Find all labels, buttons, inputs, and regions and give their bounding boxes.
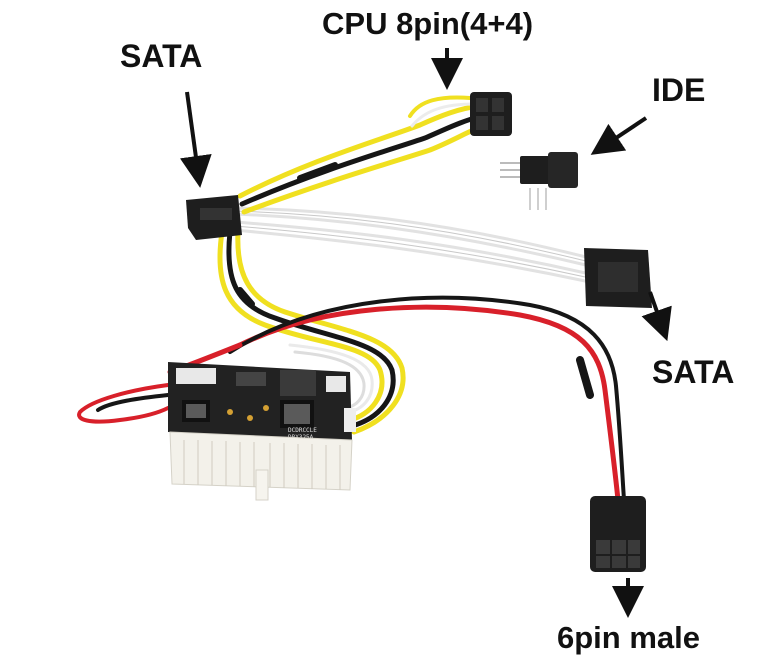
cpu-8pin-connector	[470, 92, 512, 136]
ide-label: IDE	[652, 72, 706, 108]
six-pin-male-label: 6pin male	[557, 620, 700, 655]
sata-connector-left	[186, 195, 242, 240]
white-wires-right-sata	[233, 206, 592, 284]
sata-connector-right	[584, 248, 652, 308]
board-marking-1: DCDRCCLE	[288, 427, 317, 434]
ide-connector	[500, 152, 578, 210]
yellow-wire-cpu-2	[241, 123, 487, 215]
yellow-wire-cpu-1	[237, 103, 483, 199]
sata-right-label: SATA	[652, 354, 735, 390]
black-wire-cpu	[239, 113, 485, 207]
black-wire-loop	[226, 229, 396, 429]
wire-harness	[77, 95, 626, 503]
pico-psu-board: DCDRCCLE DBX325A	[168, 362, 356, 441]
arrow-sata-right	[641, 291, 672, 342]
sata-top-label: SATA	[120, 38, 203, 74]
black-wire-6pin	[228, 295, 626, 502]
yellow-wire-loop-2	[235, 229, 406, 435]
callout-arrows	[179, 48, 672, 618]
six-pin-male-connector	[590, 496, 646, 572]
yellow-wire-loop-1	[217, 229, 385, 423]
cpu-8pin-label: CPU 8pin(4+4)	[322, 6, 534, 41]
arrow-sata-top	[179, 91, 212, 188]
arrow-ide	[590, 116, 648, 155]
atx-24pin-connector	[169, 431, 353, 501]
red-wire-6pin	[237, 304, 621, 503]
